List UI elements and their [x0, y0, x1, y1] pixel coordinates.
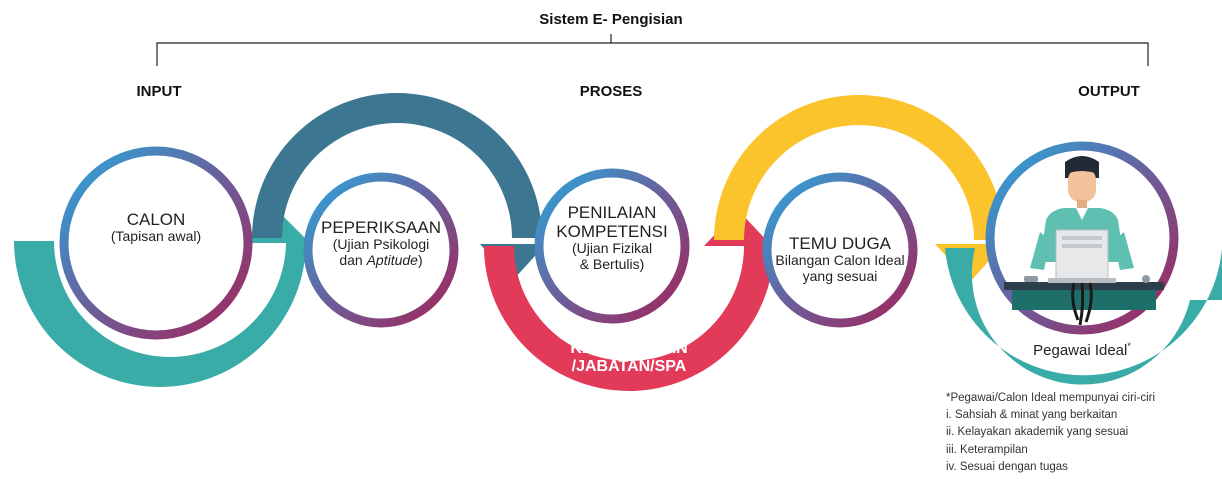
- circle-temu-duga: [762, 172, 918, 328]
- notes-item: iv. Sesuai dengan tugas: [946, 460, 1068, 473]
- spa-left-band: [252, 93, 542, 238]
- title-bracket: [156, 34, 1149, 66]
- output-label: Pegawai Ideal*: [1002, 341, 1162, 360]
- circle-penilaian-text: PENILAIAN KOMPETENSI (Ujian Fizikal & Be…: [540, 203, 684, 272]
- circle-penilaian: [534, 168, 690, 324]
- spa-right-band: [714, 95, 1004, 240]
- circle-temu-duga-title: TEMU DUGA: [789, 234, 891, 253]
- spa-left-label: SPA: [363, 128, 395, 145]
- notes-heading: *Pegawai/Calon Ideal mempunyai ciri-ciri: [946, 392, 1156, 404]
- circle-penilaian-title-2: KOMPETENSI: [556, 222, 668, 242]
- notes-block: *Pegawai/Calon Ideal mempunyai ciri-ciri…: [946, 390, 1155, 476]
- spa-right-label: SPA: [830, 128, 862, 145]
- circle-temu-duga-subtitle-2: yang sesuai: [802, 267, 878, 284]
- circle-peperiksaan-title: PEPERIKSAAN: [321, 218, 441, 237]
- circle-peperiksaan-text: PEPERIKSAAN (Ujian Psikologi dan Aptitud…: [311, 218, 451, 268]
- circle-temu-duga-subtitle-1: Bilangan Calon Ideal: [775, 252, 905, 269]
- output-label-mark: *: [1127, 341, 1131, 351]
- ministry-label: KEMENTERIAN /JABATAN/SPA: [549, 340, 709, 376]
- stage-process-label: PROSES: [579, 83, 643, 100]
- person-at-computer-icon: [1004, 156, 1164, 326]
- stage-output-label: OUTPUT: [1078, 83, 1140, 100]
- ministry-label-line2: /JABATAN/SPA: [571, 358, 687, 375]
- notes-item: i. Sahsiah & minat yang berkaitan: [946, 409, 1118, 422]
- stage-input-label: INPUT: [136, 83, 182, 100]
- output-label-text: Pegawai Ideal: [1033, 342, 1128, 359]
- diagram-title: Sistem E- Pengisian: [539, 11, 683, 28]
- circle-penilaian-subtitle-2: & Bertulis): [579, 255, 645, 272]
- ministry-band: [484, 246, 774, 391]
- notes-item: ii. Kelayakan akademik yang sesuai: [946, 426, 1129, 439]
- circle-calon-subtitle: (Tapisan awal): [110, 228, 202, 245]
- circle-peperiksaan-subtitle-2: dan Aptitude): [339, 251, 423, 268]
- circle-calon-text: CALON (Tapisan awal): [86, 210, 226, 245]
- ministry-label-line1: KEMENTERIAN: [570, 340, 688, 357]
- circle-penilaian-subtitle-1: (Ujian Fizikal: [571, 240, 653, 257]
- circle-temu-duga-text: TEMU DUGA Bilangan Calon Ideal yang sesu…: [765, 234, 915, 284]
- input-band: [14, 241, 306, 387]
- circle-peperiksaan-subtitle-1: (Ujian Psikologi: [332, 236, 430, 253]
- circle-peperiksaan: [303, 172, 459, 328]
- circle-calon: [59, 146, 253, 340]
- circle-calon-title: CALON: [126, 210, 186, 229]
- circle-penilaian-title-1: PENILAIAN: [567, 203, 657, 222]
- notes-item: iii. Keterampilan: [946, 443, 1028, 456]
